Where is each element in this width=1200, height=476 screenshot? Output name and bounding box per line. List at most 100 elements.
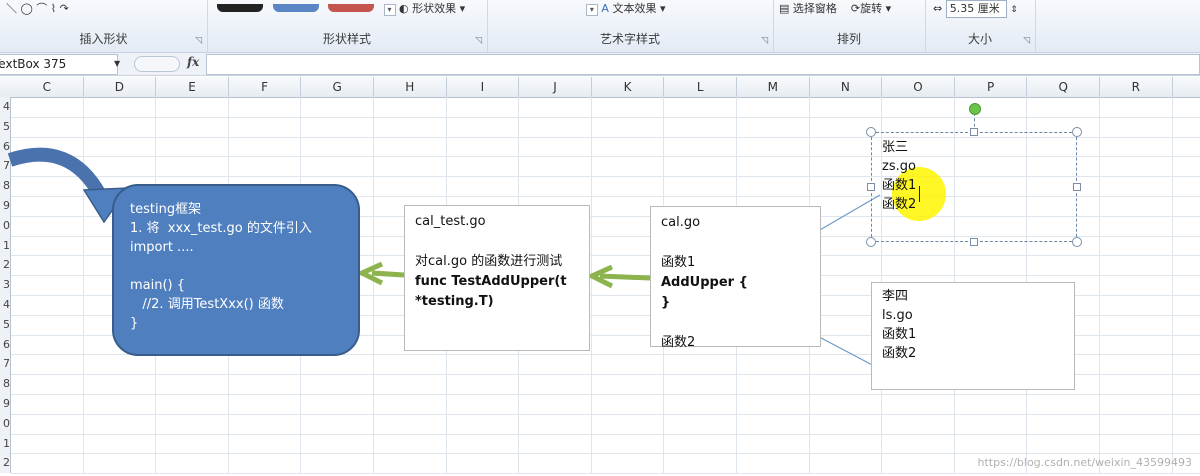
grid-row-line — [11, 176, 1200, 178]
cal-test-textbox[interactable]: cal_test.go 对cal.go 的函数进行测试 func TestAdd… — [404, 205, 590, 351]
row-header[interactable]: 9 — [3, 397, 10, 410]
column-header-e[interactable]: E — [156, 77, 229, 97]
rotate-icon: ⟳ — [850, 2, 861, 15]
row-header[interactable]: 5 — [3, 317, 10, 331]
column-header-f[interactable]: F — [229, 77, 302, 97]
cal-func1: 函数1 — [661, 255, 696, 270]
group-label-shape-styles: 形状样式 — [322, 32, 371, 46]
column-header-p[interactable]: P — [955, 77, 1028, 97]
grid-row-line — [11, 354, 1200, 356]
column-header-k[interactable]: K — [592, 77, 665, 97]
shape-width-input[interactable]: 5.35 厘米 — [945, 0, 1007, 18]
zs-name: 张三 — [882, 140, 909, 155]
dialog-launcher-icon[interactable]: ◹ — [475, 36, 482, 46]
group-label-wordart: 艺术字样式 — [599, 32, 660, 46]
row-header[interactable]: 6 — [3, 337, 10, 351]
column-header-c[interactable]: C — [11, 77, 84, 97]
rotation-handle[interactable] — [969, 103, 981, 115]
resize-handle-tr[interactable] — [1072, 127, 1082, 137]
column-header-m[interactable]: M — [737, 77, 810, 97]
gallery-more-icon[interactable]: ▾ — [383, 4, 396, 16]
grid-row-line — [11, 413, 1200, 415]
grid-column-line — [1099, 97, 1100, 473]
name-box[interactable]: TextBox 375 — [0, 54, 118, 75]
column-header-l[interactable]: L — [664, 77, 737, 97]
callout-line — [130, 257, 342, 276]
row-header[interactable]: 1 — [3, 436, 10, 450]
rotate-button[interactable]: ⟳旋转 ▾ — [850, 2, 892, 15]
column-header-d[interactable]: D — [84, 77, 157, 97]
grid-row-line — [11, 196, 1200, 197]
shape-gallery[interactable]: ＼ ◯ ⌒ ⌇ ↷ — [6, 2, 69, 15]
resize-handle-tl[interactable] — [866, 127, 876, 137]
row-header[interactable]: 2 — [3, 258, 10, 272]
column-header-q[interactable]: Q — [1027, 77, 1100, 97]
row-headers: 4 5 6 7 8 9 0 1 2 3 4 5 6 7 8 9 0 1 2 — [0, 97, 11, 473]
row-header[interactable]: 9 — [3, 199, 10, 212]
style-swatch-red[interactable] — [328, 4, 374, 12]
row-header[interactable]: 5 — [3, 119, 10, 133]
grid-column-line — [82, 97, 84, 473]
column-header-g[interactable]: G — [301, 77, 374, 97]
resize-handle-br[interactable] — [1072, 237, 1082, 247]
ribbon: ＼ ◯ ⌒ ⌇ ↷ 插入形状 ◹ ▾ ◐ 形状效果 ▾ 形状样式 ◹ ▾ A 文… — [0, 0, 1200, 53]
lisi-textbox[interactable]: 李四 ls.go 函数1 函数2 — [871, 282, 1075, 390]
wordart-more-icon[interactable]: ▾ — [585, 4, 598, 16]
ribbon-group-arrange: ▤ 选择窗格 ⟳旋转 ▾ 排列 — [773, 0, 926, 52]
zs-func2: 函数2 — [882, 197, 917, 212]
dialog-launcher-icon[interactable]: ◹ — [195, 36, 202, 46]
ribbon-group-shape-styles: ▾ ◐ 形状效果 ▾ 形状样式 ◹ — [207, 0, 488, 52]
cal-func2: 函数2 — [661, 335, 696, 350]
column-header-o[interactable]: O — [882, 77, 955, 97]
row-header[interactable]: 2 — [3, 456, 10, 470]
zhangsan-textbox[interactable]: 张三 zs.go 函数1 函数2 — [872, 133, 1076, 241]
column-header-n[interactable]: N — [810, 77, 883, 97]
row-header[interactable]: 6 — [3, 139, 10, 153]
column-header-i[interactable]: I — [447, 77, 520, 97]
style-swatch-black[interactable] — [217, 4, 263, 12]
grid-row-line — [11, 314, 1200, 316]
resize-handle-t[interactable] — [970, 128, 978, 136]
column-header-h[interactable]: H — [374, 77, 447, 97]
grid-row-line — [11, 116, 1200, 118]
resize-handle-b[interactable] — [970, 238, 978, 246]
cal-textbox[interactable]: cal.go 函数1 AddUpper { } 函数2 — [650, 206, 821, 350]
row-header[interactable]: 8 — [3, 377, 10, 391]
column-header-j[interactable]: J — [519, 77, 592, 97]
row-header[interactable]: 7 — [3, 357, 10, 371]
chevron-down-icon[interactable]: ▼ — [114, 59, 121, 68]
row-header[interactable]: 4 — [3, 298, 10, 311]
row-header[interactable]: 0 — [3, 218, 10, 232]
dialog-launcher-icon[interactable]: ◹ — [761, 36, 768, 46]
callout-line: //2. 调用TestXxx() 函数 — [130, 297, 284, 312]
row-header[interactable]: 3 — [3, 278, 10, 292]
resize-handle-r[interactable] — [1073, 183, 1081, 191]
row-header[interactable]: 4 — [3, 100, 10, 113]
style-swatch-blue[interactable] — [272, 4, 319, 12]
insert-function-icon[interactable]: fx — [187, 55, 200, 69]
cal-test-func-param: *testing.T) — [415, 294, 494, 309]
row-header[interactable]: 7 — [3, 159, 10, 173]
spinner-icon[interactable]: ⇕ — [1010, 5, 1018, 15]
resize-handle-bl[interactable] — [866, 237, 876, 247]
selection-pane-button[interactable]: ▤ 选择窗格 — [779, 2, 837, 15]
selection-frame[interactable] — [871, 132, 1077, 242]
cal-test-func: func TestAddUpper(t — [415, 274, 567, 289]
shape-effects-button[interactable]: ◐ 形状效果 ▾ — [399, 2, 466, 15]
grid-row-line — [11, 394, 1200, 395]
callout-line: import .... — [130, 240, 194, 255]
testing-framework-callout[interactable]: testing框架 1. 将 xxx_test.go 的文件引入 import … — [112, 184, 360, 356]
zs-func1: 函数1 — [882, 178, 917, 193]
dialog-launcher-icon[interactable]: ◹ — [1023, 36, 1030, 46]
text-effects-button[interactable]: A 文本效果 ▾ — [601, 2, 666, 15]
row-header[interactable]: 8 — [3, 179, 10, 193]
shape-effects-icon: ◐ — [399, 2, 409, 15]
row-header[interactable]: 0 — [3, 416, 10, 430]
row-header[interactable]: 1 — [3, 238, 10, 252]
ribbon-group-insert-shapes: ＼ ◯ ⌒ ⌇ ↷ 插入形状 ◹ — [0, 0, 208, 52]
formula-bar: TextBox 375 ▼ fx — [0, 53, 1200, 76]
resize-handle-l[interactable] — [867, 183, 875, 191]
column-header-r[interactable]: R — [1100, 77, 1173, 97]
formula-bar-splitter[interactable] — [134, 56, 180, 72]
callout-line: } — [130, 316, 139, 331]
